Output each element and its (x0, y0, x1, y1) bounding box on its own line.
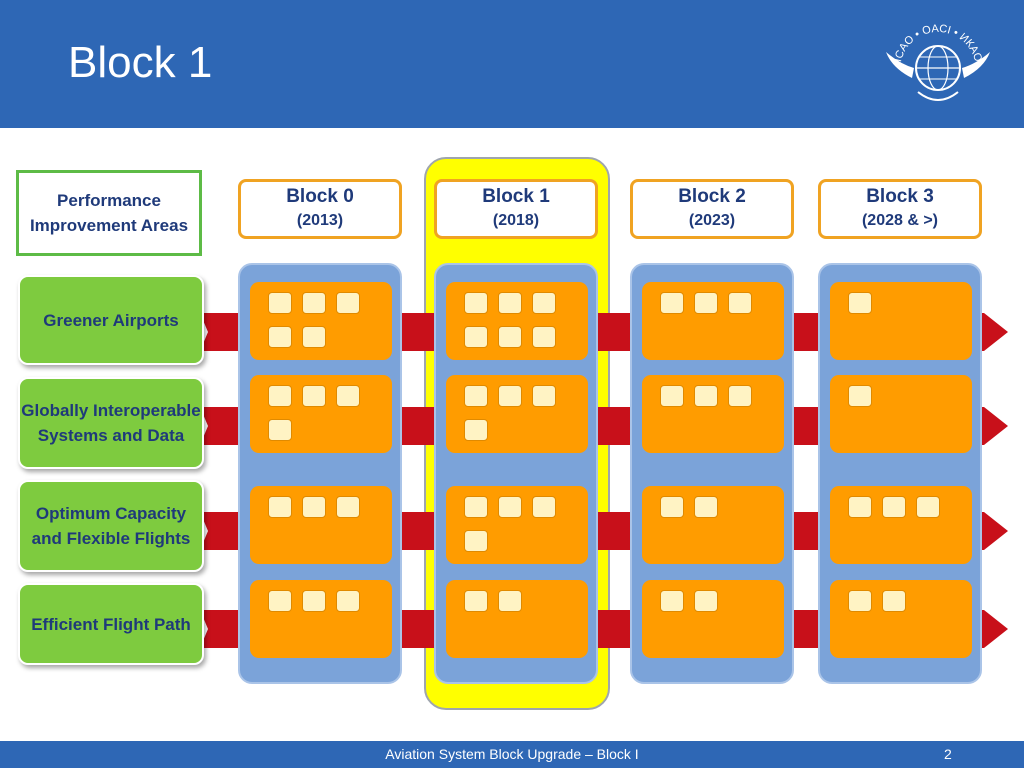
improvement-area-cell (642, 282, 784, 360)
module-square (694, 292, 718, 314)
module-square (464, 326, 488, 348)
module-square (694, 590, 718, 612)
block-header: Block 0 (2013) (238, 179, 402, 239)
block-year: (2013) (296, 212, 344, 229)
area-arrow (200, 313, 1008, 351)
improvement-area-cell (446, 486, 588, 564)
module-square (302, 292, 326, 314)
module-square (302, 590, 326, 612)
footer-text: Aviation System Block Upgrade – Block I (385, 746, 639, 762)
module-square (532, 385, 556, 407)
area-interoperable-systems: Globally Interoperable Systems and Data (18, 377, 204, 469)
block-header: Block 3 (2028 & >) (818, 179, 982, 239)
module-square (464, 292, 488, 314)
improvement-area-cell (830, 375, 972, 453)
block-year: (2023) (688, 212, 736, 229)
svg-text:ICAO • OACI • ИКАО: ICAO • OACI • ИКАО (892, 23, 984, 64)
module-square (464, 590, 488, 612)
module-square (498, 385, 522, 407)
block-column (238, 263, 402, 684)
area-greener-airports: Greener Airports (18, 275, 204, 365)
improvement-area-cell (830, 282, 972, 360)
improvement-area-cell (830, 580, 972, 658)
block-column (630, 263, 794, 684)
module-square (882, 590, 906, 612)
module-square (268, 292, 292, 314)
module-square (498, 496, 522, 518)
module-square (728, 385, 752, 407)
block-name: Block 1 (482, 186, 550, 207)
icao-emblem-icon: ICAO • OACI • ИКАО (886, 23, 990, 101)
module-square (848, 496, 872, 518)
module-square (498, 326, 522, 348)
module-square (336, 496, 360, 518)
improvement-area-cell (250, 580, 392, 658)
slide-header: Block 1 ICAO • OACI • ИКАО (0, 0, 1024, 128)
block-name: Block 0 (286, 186, 354, 207)
module-square (268, 590, 292, 612)
block-column (434, 263, 598, 684)
area-arrow (200, 512, 1008, 550)
block-column (818, 263, 982, 684)
module-square (660, 590, 684, 612)
module-square (268, 419, 292, 441)
improvement-area-cell (642, 486, 784, 564)
module-square (660, 292, 684, 314)
module-square (464, 385, 488, 407)
improvement-area-cell (250, 486, 392, 564)
module-square (268, 326, 292, 348)
block-name: Block 3 (866, 186, 934, 207)
module-square (268, 496, 292, 518)
module-square (336, 292, 360, 314)
module-square (302, 326, 326, 348)
module-square (694, 496, 718, 518)
slide-title: Block 1 (68, 38, 213, 87)
block-header: Block 1 (2018) (434, 179, 598, 239)
improvement-area-cell (446, 375, 588, 453)
improvement-area-cell (830, 486, 972, 564)
module-square (532, 496, 556, 518)
improvement-area-cell (446, 580, 588, 658)
module-square (498, 590, 522, 612)
improvement-area-cell (250, 375, 392, 453)
module-square (302, 496, 326, 518)
area-arrow (200, 407, 1008, 445)
improvement-area-cell (642, 375, 784, 453)
module-square (268, 385, 292, 407)
module-square (848, 292, 872, 314)
module-square (498, 292, 522, 314)
module-square (464, 419, 488, 441)
module-square (660, 496, 684, 518)
module-square (532, 326, 556, 348)
module-square (336, 590, 360, 612)
improvement-area-cell (642, 580, 784, 658)
block-year: (2028 & >) (861, 212, 939, 229)
logo-text: ICAO • OACI • ИКАО (892, 23, 984, 64)
block-header: Block 2 (2023) (630, 179, 794, 239)
module-square (848, 385, 872, 407)
module-square (848, 590, 872, 612)
page-number: 2 (944, 746, 952, 762)
module-square (336, 385, 360, 407)
module-square (302, 385, 326, 407)
module-square (882, 496, 906, 518)
performance-areas-label: Performance Improvement Areas (16, 170, 202, 256)
module-square (728, 292, 752, 314)
module-square (916, 496, 940, 518)
module-square (694, 385, 718, 407)
area-arrow (200, 610, 1008, 648)
module-square (532, 292, 556, 314)
area-optimum-capacity: Optimum Capacity and Flexible Flights (18, 480, 204, 572)
module-square (464, 496, 488, 518)
module-square (660, 385, 684, 407)
improvement-area-cell (250, 282, 392, 360)
improvement-area-cell (446, 282, 588, 360)
module-square (464, 530, 488, 552)
area-efficient-flight-path: Efficient Flight Path (18, 583, 204, 665)
slide-footer: Aviation System Block Upgrade – Block I … (0, 741, 1024, 768)
block-name: Block 2 (678, 186, 746, 207)
block-year: (2018) (492, 212, 540, 229)
